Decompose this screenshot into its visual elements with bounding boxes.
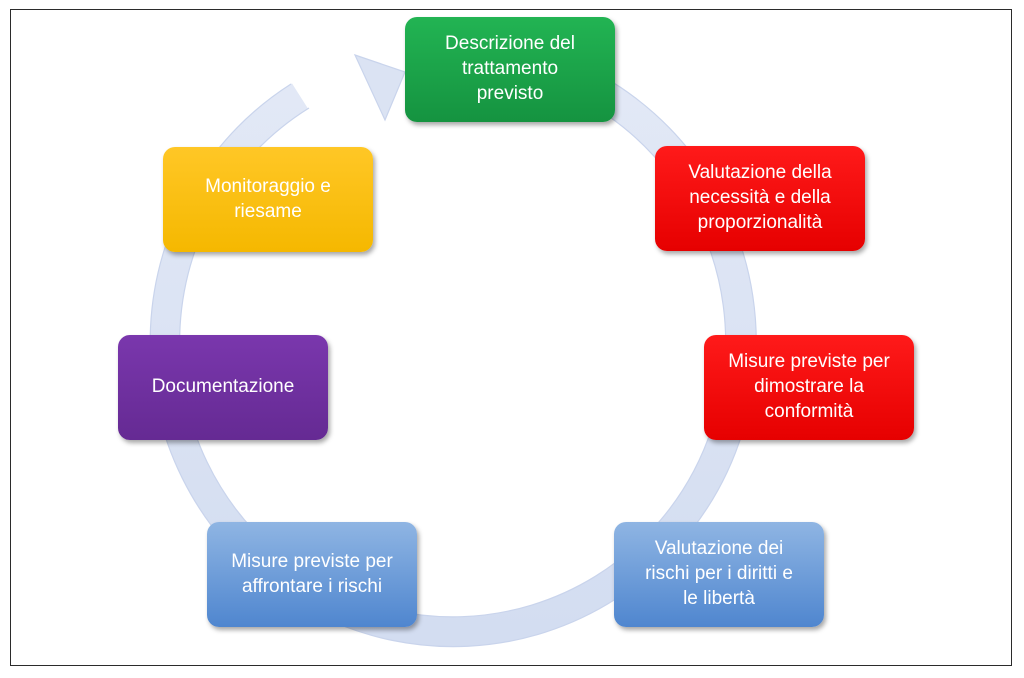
step-label: Monitoraggio e riesame: [205, 175, 331, 222]
step-valutazione-necessita: Valutazione della necessità e della prop…: [655, 146, 865, 251]
step-label: Valutazione della necessità e della prop…: [688, 162, 832, 233]
step-misure-rischi: Misure previste per affrontare i rischi: [207, 522, 417, 627]
step-monitoraggio: Monitoraggio e riesame: [163, 147, 373, 252]
step-descrizione-trattamento: Descrizione del trattamento previsto: [405, 17, 615, 122]
step-label: Misure previste per dimostrare la confor…: [728, 351, 890, 422]
step-label: Valutazione dei rischi per i diritti e l…: [645, 538, 793, 609]
cycle-arrowhead: [353, 53, 406, 122]
step-documentazione: Documentazione: [118, 335, 328, 440]
step-label: Misure previste per affrontare i rischi: [231, 550, 393, 597]
step-label: Descrizione del trattamento previsto: [445, 33, 575, 104]
step-label: Documentazione: [151, 376, 295, 398]
step-valutazione-rischi: Valutazione dei rischi per i diritti e l…: [614, 522, 824, 627]
step-misure-conformita: Misure previste per dimostrare la confor…: [704, 335, 914, 440]
